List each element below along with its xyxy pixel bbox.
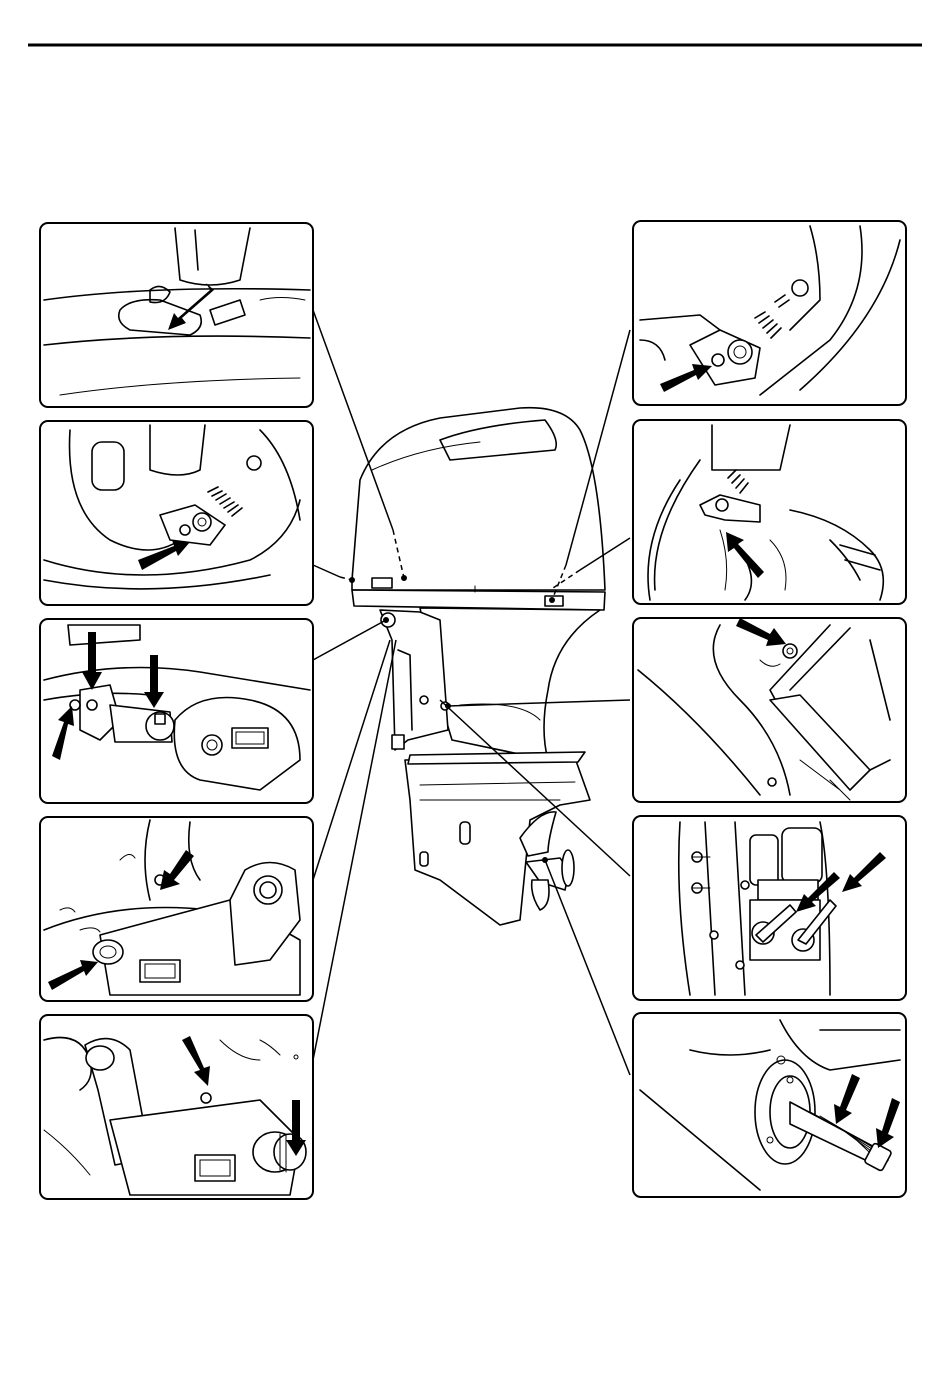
panel-cowling-hook-spring-right	[633, 420, 906, 604]
panel-steering-bracket-grease-points	[40, 619, 313, 803]
outboard-motor-illustration	[352, 408, 605, 925]
panel-cowling-latch-front-left	[40, 223, 313, 407]
panel-tilt-lock-lever-pivot	[633, 618, 906, 802]
panel-propeller-shaft-spline	[633, 1013, 906, 1197]
panel-trim-rod-pins	[633, 816, 906, 1000]
panel-swivel-bracket-grease-nipple	[40, 817, 313, 1001]
panel-cowling-latch-rear-right	[633, 221, 906, 405]
panel-tilt-tube-grease-nipple	[40, 1015, 313, 1199]
panel-cowling-hook-spring-left	[40, 421, 313, 605]
